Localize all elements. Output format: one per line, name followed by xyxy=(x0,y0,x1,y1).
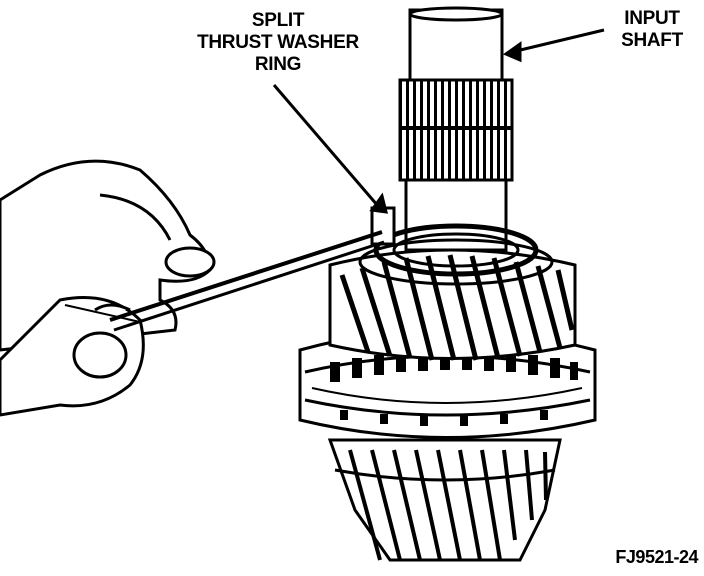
label-line: RING xyxy=(254,54,302,75)
input-shaft xyxy=(398,6,514,252)
label-line: THRUST WASHER xyxy=(197,32,359,53)
hand-with-pick xyxy=(0,159,385,417)
label-line: INPUT xyxy=(624,8,680,29)
label-line: SPLIT xyxy=(251,10,305,31)
lower-helical-gear xyxy=(327,438,562,562)
split-thrust-washer-ring-label: SPLIT THRUST WASHER RING xyxy=(168,10,388,76)
leader-lines xyxy=(272,28,605,214)
label-line: SHAFT xyxy=(621,30,683,51)
synchronizer-hub xyxy=(298,328,597,439)
input-shaft-label: INPUT SHAFT xyxy=(604,8,700,52)
figure-code: FJ9521-24 xyxy=(615,547,698,567)
